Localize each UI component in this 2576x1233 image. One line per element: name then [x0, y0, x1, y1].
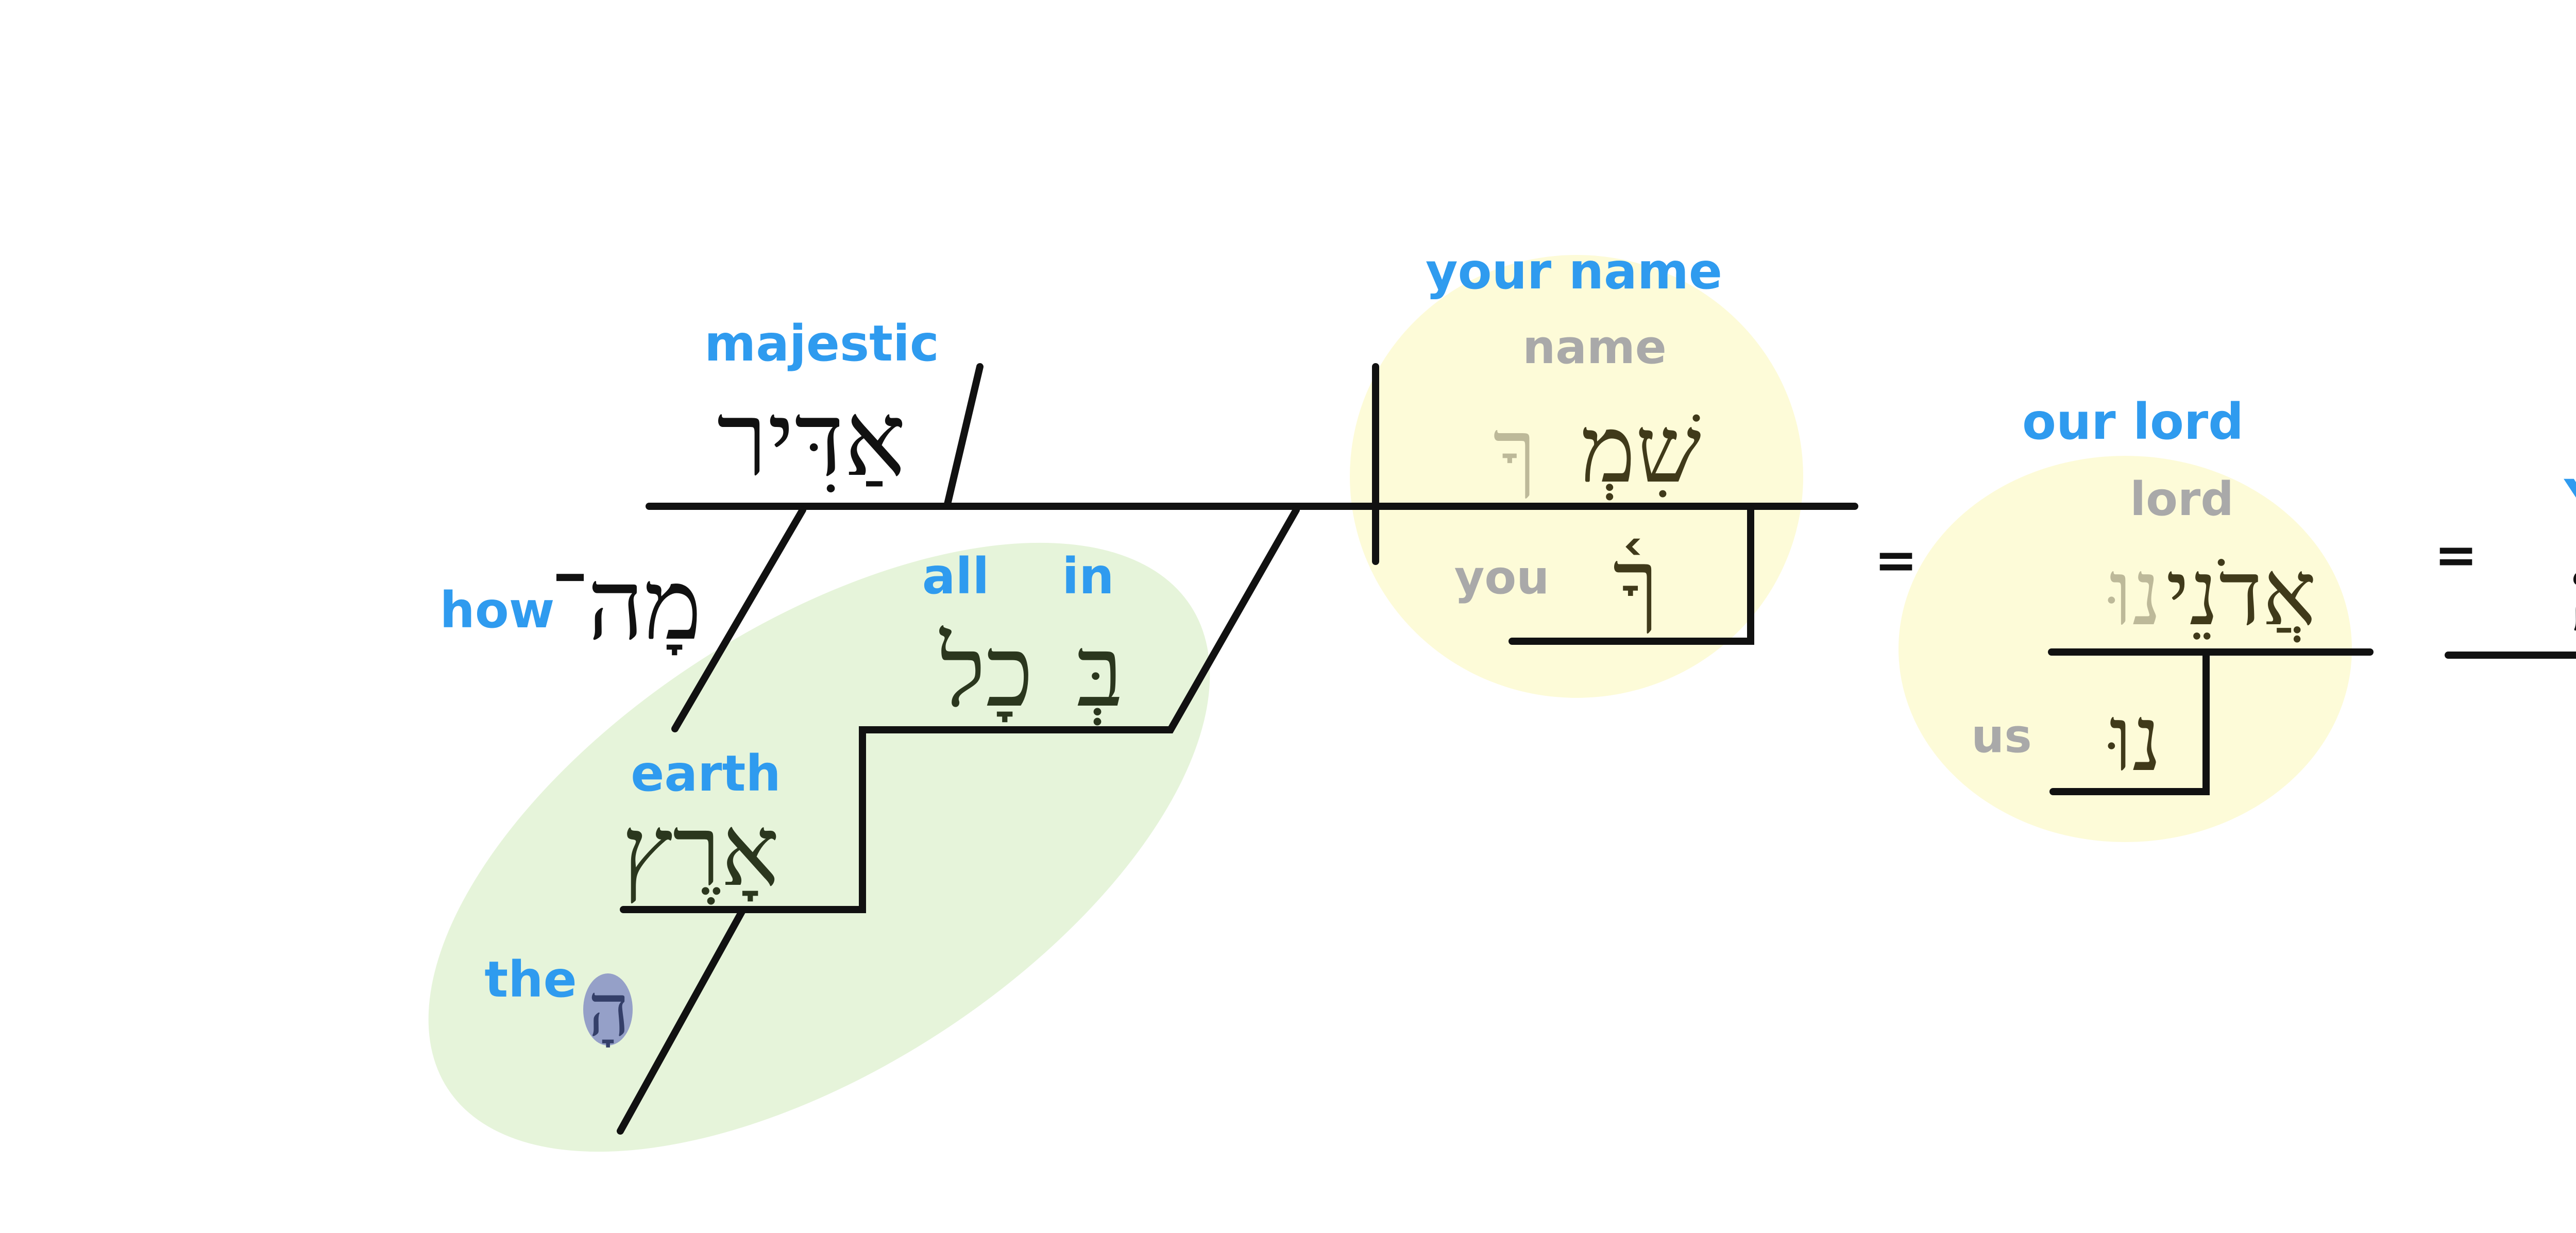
article-slant — [617, 908, 745, 1135]
adjective-slant — [943, 363, 984, 510]
gloss-all: all — [922, 547, 990, 605]
hebrew-be: בְּ — [1076, 615, 1124, 729]
gloss-majestic: majestic — [704, 315, 939, 372]
prepositional-connector — [620, 506, 1300, 913]
gloss-us: us — [1971, 709, 2032, 763]
hebrew-adonei: אֲדֹנֵי — [2166, 541, 2316, 646]
gloss-lord: lord — [2130, 472, 2234, 526]
gloss-our-lord: our lord — [2022, 393, 2244, 451]
equals-sign-1: = — [1874, 530, 1918, 590]
hebrew-kha: ךָ֫ — [1613, 530, 1658, 638]
hebrew-kol: כָל — [939, 615, 1033, 729]
equals-2-text: = — [2434, 525, 2478, 585]
gloss-yhwh: YHWH — [2564, 469, 2576, 527]
gloss-you: you — [1454, 551, 1550, 605]
highlight-layer — [428, 255, 2352, 1152]
hebrew-shem-suffix-faded: ךָ — [1493, 401, 1536, 503]
gloss-name: name — [1522, 320, 1667, 374]
interrogative-slant — [671, 506, 806, 732]
gloss-earth: earth — [631, 745, 781, 802]
hebrew-shem: שִׁמְ — [1581, 396, 1701, 504]
our-lord-possessor-connector — [2049, 650, 2210, 795]
hebrew-erets: אָרֶץ — [622, 794, 779, 908]
possessor-connector — [1509, 505, 1754, 645]
equals-1-text: = — [1874, 530, 1918, 590]
diagram-lines — [617, 363, 2576, 1135]
highlight-article — [583, 973, 633, 1046]
gloss-your-name: your name — [1426, 243, 1722, 300]
gloss-in: in — [1062, 547, 1114, 605]
hebrew-adir: אַדִּיר — [717, 380, 906, 500]
hebrew-adonei-suffix-faded: נוּ — [2108, 541, 2162, 646]
hebrew-ha: הָ — [588, 969, 630, 1053]
equals-sign-2: = — [2434, 525, 2478, 585]
hebrew-yhwh: יְהוָה — [2569, 541, 2576, 652]
highlight-prepositional-phrase — [428, 542, 1210, 1152]
hebrew-nu: נוּ — [2108, 687, 2162, 792]
gloss-the: the — [484, 951, 577, 1008]
highlight-subject — [1350, 255, 1803, 698]
hebrew-mah: מָה־ — [550, 548, 702, 662]
gloss-how: how — [440, 581, 555, 639]
